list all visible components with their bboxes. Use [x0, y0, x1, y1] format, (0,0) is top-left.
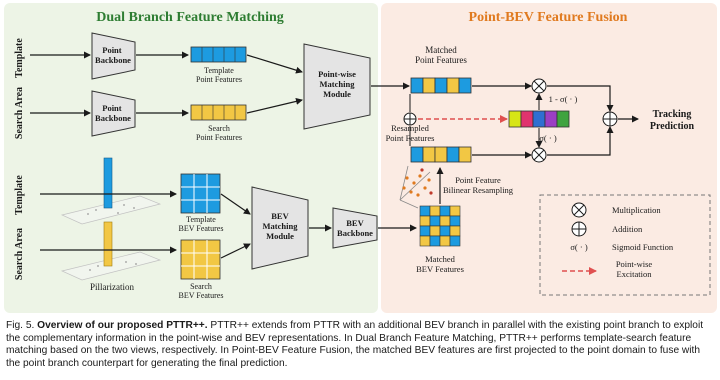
bev-backbone: [332, 207, 378, 249]
matched-bev-cell: [449, 225, 461, 237]
svg-text:Point Backbone: Point Backbone: [95, 45, 131, 65]
search-point-features: [190, 104, 247, 121]
legend-box: [539, 194, 711, 296]
point-backbone-label-2: Backbone: [95, 55, 131, 65]
search-bev-features: [180, 239, 221, 280]
point-backbone-search-label-1: Point: [102, 103, 122, 113]
figure-caption: Fig. 5. Overview of our proposed PTTR++.…: [6, 320, 714, 370]
point-backbone-label-1: Point: [102, 45, 122, 55]
matched-bev-features: [419, 205, 461, 247]
matched-point-features: [410, 77, 472, 94]
pillarization-label: Pillarization: [90, 282, 134, 292]
matched-bev-cell: [429, 215, 441, 227]
template-bev-features: [180, 173, 221, 214]
bev-matching-module: [251, 186, 309, 270]
matched-bev-cell: [419, 205, 431, 217]
matched-bev-cell: [439, 225, 451, 237]
matched-bev-cell: [419, 215, 431, 227]
matched-bev-cell: [429, 225, 441, 237]
legend-addition: Addition: [612, 224, 643, 234]
pointwise-matching-module: [303, 43, 371, 130]
figure-label: Fig. 5.: [6, 320, 35, 331]
row-label-template-point: Template: [14, 38, 25, 78]
matched-bev-cell: [419, 225, 431, 237]
resampled-point-features: [410, 146, 472, 163]
excitation-weights: [508, 110, 570, 128]
svg-text:Point Backbone: Point Backbone: [95, 103, 131, 123]
legend-multiplication: Multiplication: [612, 205, 661, 215]
right-panel-title: Point-BEV Feature Fusion: [469, 10, 628, 25]
matched-bev-cell: [449, 205, 461, 217]
pttr-architecture-diagram: Dual Branch Feature Matching Point-BEV F…: [4, 3, 717, 313]
matched-bev-cell: [419, 235, 431, 247]
matched-bev-cell: [449, 215, 461, 227]
matched-bev-cell: [429, 205, 441, 217]
multiply-node-top: [531, 78, 547, 94]
point-backbone-search: [91, 90, 136, 137]
matched-bev-cell: [439, 235, 451, 247]
multiply-node-bottom: [531, 147, 547, 163]
template-pillar-scene: [60, 157, 162, 225]
legend-add-icon: [571, 221, 587, 237]
final-add-node: [602, 111, 618, 127]
row-label-template-bev: Template: [14, 175, 25, 215]
caption-body: PTTR++ extends from PTTR with an additio…: [6, 320, 704, 369]
matched-bev-cell: [439, 215, 451, 227]
caption-bold: Overview of our proposed PTTR++.: [37, 320, 208, 331]
legend-sigmoid-symbol: σ( · ): [570, 242, 587, 252]
row-label-search-point: Search Area: [14, 87, 25, 139]
template-point-features: [190, 46, 247, 63]
one-minus-sigma-label: 1 - σ( · ): [549, 94, 578, 104]
bilinear-resampling-scatter: [399, 165, 433, 209]
matched-bev-cell: [439, 205, 451, 217]
row-label-search-bev: Search Area: [14, 228, 25, 280]
matched-bev-cell: [449, 235, 461, 247]
point-backbone-template: [91, 32, 136, 80]
point-add-node: [403, 112, 417, 126]
point-backbone-search-label-2: Backbone: [95, 113, 131, 123]
search-pillar-scene: [60, 221, 162, 281]
left-panel-title: Dual Branch Feature Matching: [96, 10, 284, 25]
matched-bev-cell: [429, 235, 441, 247]
sigma-label: σ( · ): [539, 133, 556, 143]
legend-sigmoid: Sigmoid Function: [612, 242, 674, 252]
legend-multiply-icon: [571, 202, 587, 218]
